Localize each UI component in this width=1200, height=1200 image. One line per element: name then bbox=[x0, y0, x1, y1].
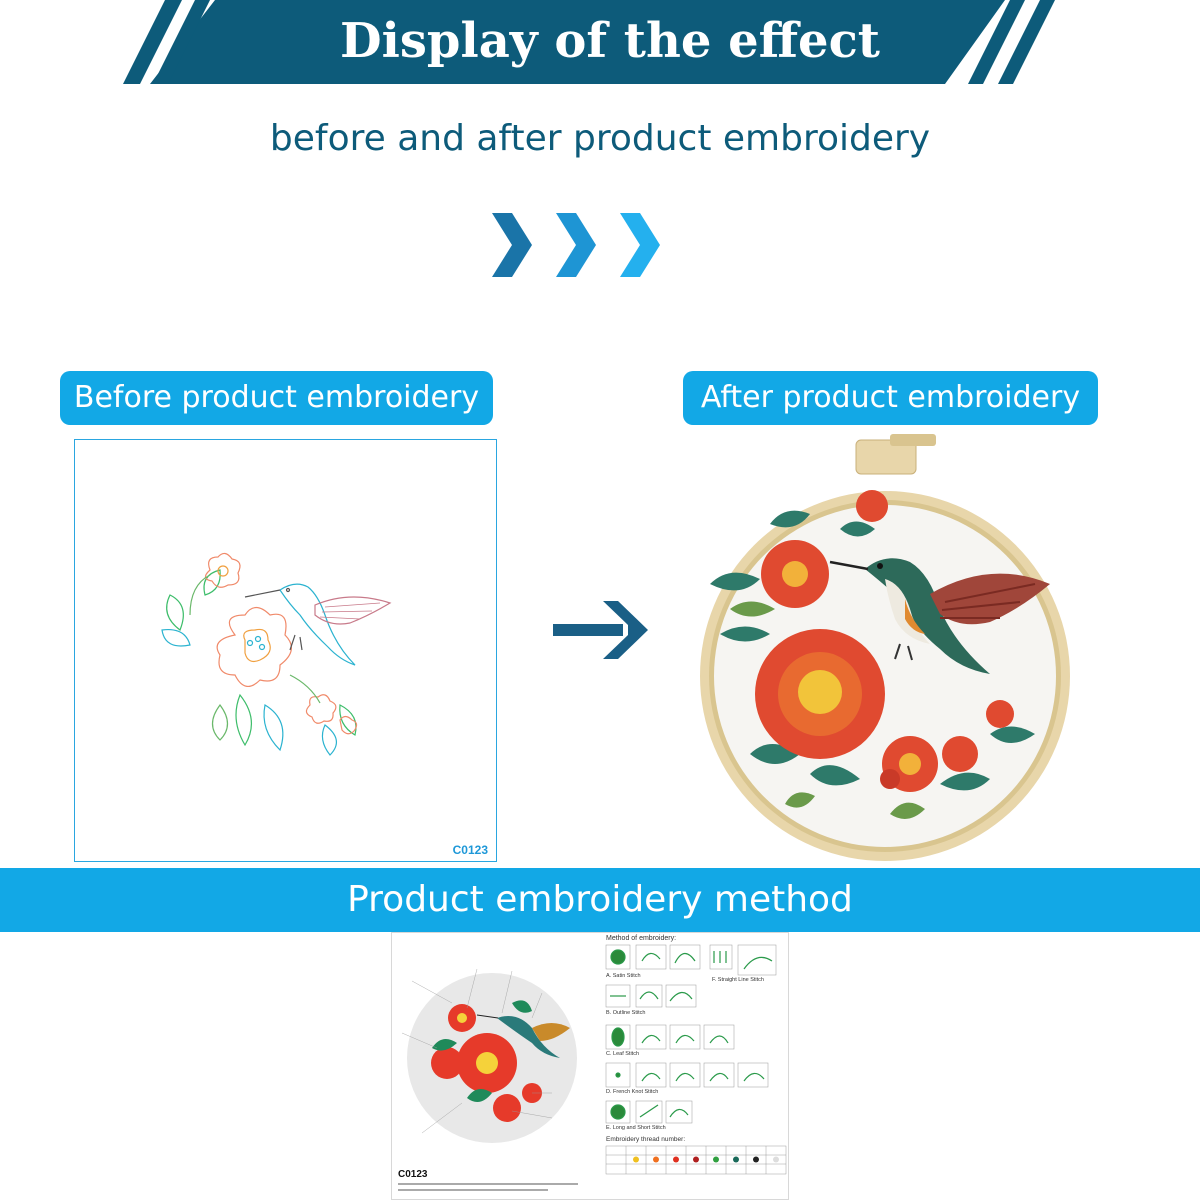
sheet-method-title: Method of embroidery: bbox=[606, 935, 677, 942]
method-section-title: Product embroidery method bbox=[0, 868, 1200, 932]
flower-large bbox=[755, 629, 885, 759]
pattern-code: C0123 bbox=[452, 843, 488, 857]
pattern-image-frame: C0123 bbox=[74, 439, 497, 862]
page-subtitle: before and after product embroidery bbox=[269, 118, 931, 159]
page-title: Display of the effect bbox=[340, 13, 880, 69]
stitch-label-b: B. Outline Stitch bbox=[606, 1010, 646, 1016]
embroidered-hoop-image bbox=[700, 434, 1070, 861]
sheet-thread-title: Embroidery thread number: bbox=[606, 1136, 686, 1143]
before-label: Before product embroidery bbox=[60, 371, 493, 425]
stitch-label-e: E. Long and Short Stitch bbox=[606, 1125, 666, 1131]
stitch-label-f: F. Straight Line Stitch bbox=[712, 977, 764, 983]
arrow-right-icon bbox=[553, 601, 648, 659]
sheet-code: C0123 bbox=[398, 1169, 428, 1180]
stitch-label-d: D. French Knot Stitch bbox=[606, 1089, 659, 1095]
pattern-line-art bbox=[161, 552, 392, 756]
after-label: After product embroidery bbox=[683, 371, 1098, 425]
header-banner bbox=[123, 0, 1055, 84]
instruction-sheet-diagram bbox=[398, 944, 787, 1191]
stitch-label-c: C. Leaf Stitch bbox=[606, 1051, 640, 1057]
instruction-sheet: Method of embroidery: A. Satin Stitch B.… bbox=[391, 932, 789, 1200]
triple-chevron-right-icon bbox=[492, 213, 660, 277]
stitch-label-a: A. Satin Stitch bbox=[606, 973, 641, 979]
